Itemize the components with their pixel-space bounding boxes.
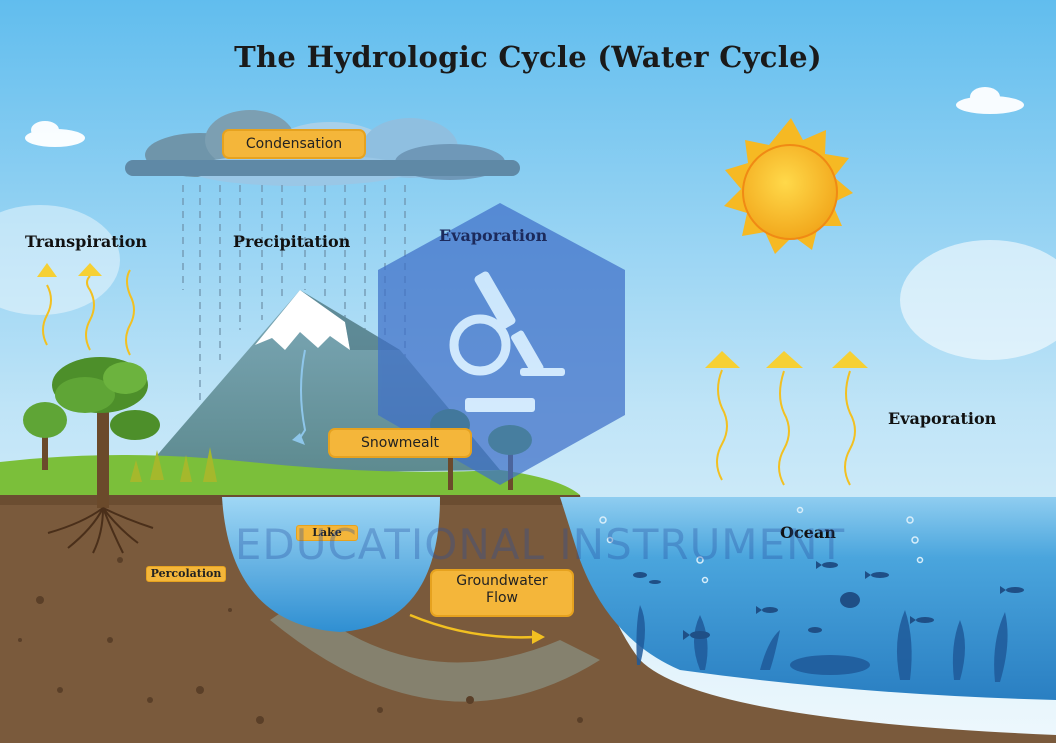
sun-icon: [724, 118, 853, 254]
background-clouds: [0, 87, 1056, 360]
tree-icon: [23, 357, 160, 554]
precipitation-label: Precipitation: [233, 232, 351, 251]
shrubs: [130, 447, 217, 482]
rain-streaks: [182, 185, 406, 400]
soil-pebbles: [18, 557, 583, 724]
up-arrow-icon: [705, 351, 868, 486]
groundwater-flow-line2: Flow: [486, 590, 518, 606]
condensation-label: Condensation: [222, 129, 366, 159]
lake-label: Lake: [296, 525, 358, 541]
fish-icon: [633, 561, 1024, 640]
microscope-icon: [378, 203, 625, 485]
lake: [222, 497, 440, 632]
snowmelt-arrow: [299, 349, 307, 439]
transpiration-label: Transpiration: [25, 232, 148, 251]
groundwater-flow-label: Groundwater Flow: [430, 569, 574, 617]
groundwater-band: [270, 600, 600, 702]
percolation-label: Percolation: [146, 566, 226, 582]
grassland: [0, 455, 580, 495]
up-arrow-icon: [37, 263, 135, 356]
groundwater-flow-line1: Groundwater: [456, 573, 548, 589]
ocean: [560, 497, 1056, 700]
snowmelt-label: Snowmealt: [328, 428, 472, 458]
bubbles: [599, 506, 924, 584]
evaporation-label-right: Evaporation: [888, 409, 997, 428]
watermark-text: EDUCATIONAL INSTRUMENT: [234, 520, 846, 569]
evaporation-label-top: Evaporation: [439, 226, 548, 245]
seaweed: [636, 605, 1008, 682]
groundwater-arrow: [409, 613, 536, 639]
ocean-label: Ocean: [780, 523, 836, 542]
diagram-title: The Hydrologic Cycle (Water Cycle): [234, 40, 822, 74]
